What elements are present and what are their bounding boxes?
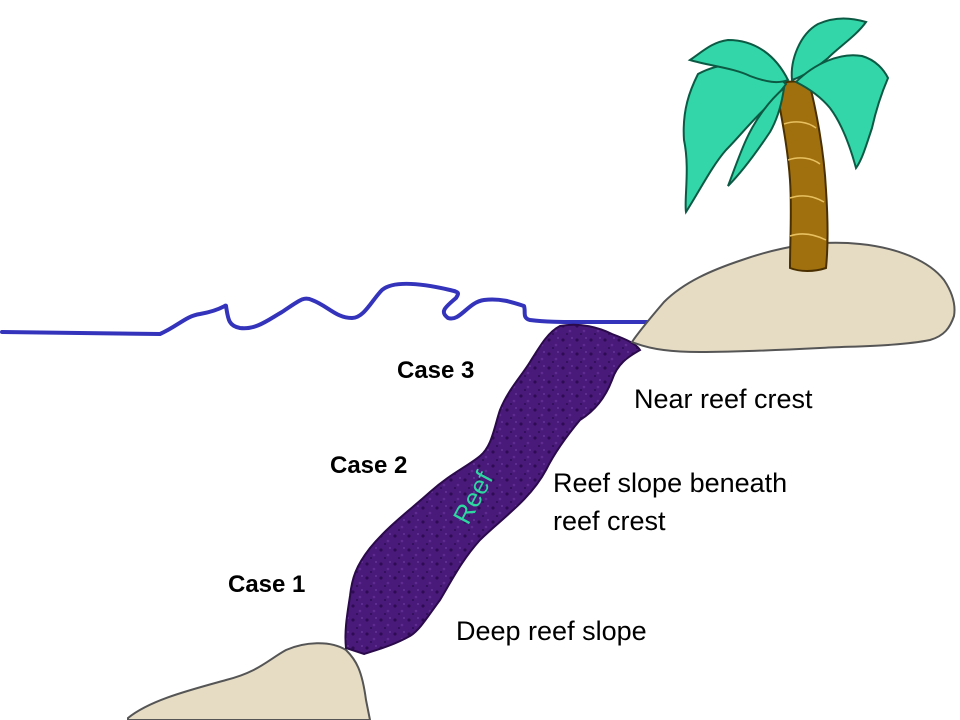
lower-sand-mound bbox=[127, 642, 372, 720]
trunk-ring-2 bbox=[787, 157, 821, 165]
trunk-ring-4 bbox=[789, 233, 827, 241]
trunk-ring-1 bbox=[783, 121, 817, 129]
deep-reef-slope-label: Deep reef slope bbox=[456, 616, 647, 646]
palm-frond-upper-left bbox=[687, 38, 790, 84]
island-sand bbox=[630, 241, 956, 354]
case-1-label: Case 1 bbox=[228, 571, 305, 598]
trunk-ring-3 bbox=[789, 195, 825, 203]
near-reef-crest-label: Near reef crest bbox=[634, 384, 813, 414]
palm-frond-right bbox=[794, 54, 890, 171]
reef-slope-label-line-1: Reef slope beneath bbox=[553, 468, 787, 498]
water-surface-line bbox=[0, 281, 652, 336]
case-2-label: Case 2 bbox=[330, 452, 407, 479]
reef-slope-label-line-2: reef crest bbox=[553, 506, 666, 536]
case-3-label: Case 3 bbox=[397, 357, 474, 384]
palm-frond-lower-left bbox=[727, 85, 786, 187]
palm-frond-left bbox=[682, 63, 788, 215]
palm-trunk bbox=[774, 80, 829, 272]
reef-body bbox=[344, 323, 642, 656]
